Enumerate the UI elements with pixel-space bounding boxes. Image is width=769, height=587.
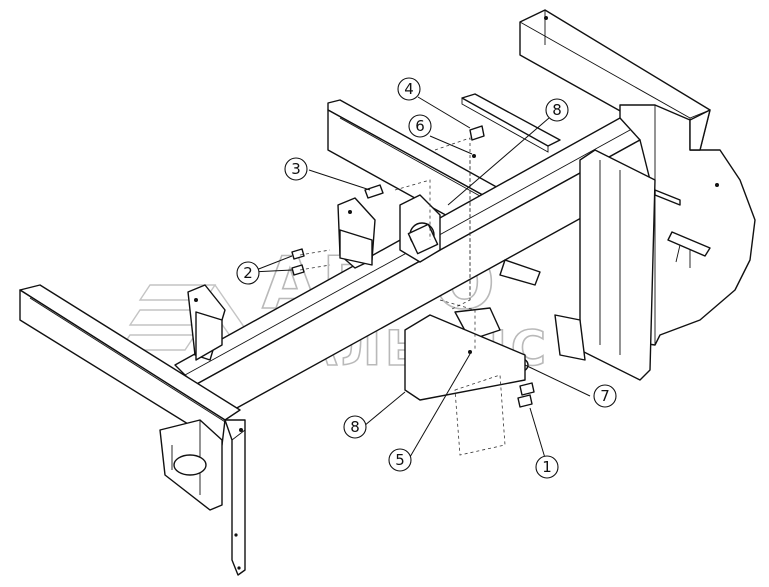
upper-thin-bar [461,93,561,153]
left-lower-bracket [159,419,223,511]
callout-8-upper-label: 8 [552,101,562,119]
left-front-beam [19,284,241,446]
callout-5-label: 5 [395,451,405,469]
callout-8-lower-label: 8 [350,418,360,436]
callout-2-label: 2 [243,264,253,282]
hidden-lines [299,137,506,456]
callout-7-label: 7 [600,387,610,405]
bolt-1b [517,394,533,408]
callout-6-label: 6 [415,117,425,135]
bolt-2b [291,264,305,276]
callout-8-lower: 8 [343,415,367,439]
callout-6: 6 [408,114,432,138]
callout-5: 5 [388,448,412,472]
callout-4: 4 [397,77,421,101]
callout-3: 3 [284,157,308,181]
front-vertical-post [224,419,246,576]
callout-1: 1 [535,455,559,479]
bolt-2a [291,248,305,260]
callout-4-label: 4 [404,80,414,98]
right-vertical-plate [454,149,656,381]
lower-middle-plate [404,314,535,408]
nut-4 [469,125,485,141]
callout-7: 7 [593,384,617,408]
left-mounting-brackets [187,197,376,361]
right-side-housing [619,104,756,346]
washer-6 [472,154,476,158]
nut-1a [519,382,535,396]
callout-2: 2 [236,261,260,285]
callout-1-label: 1 [542,458,552,476]
bolt-3 [364,184,384,199]
leader-lines [250,96,591,459]
callout-3-label: 3 [291,160,301,178]
callout-8-upper: 8 [545,98,569,122]
